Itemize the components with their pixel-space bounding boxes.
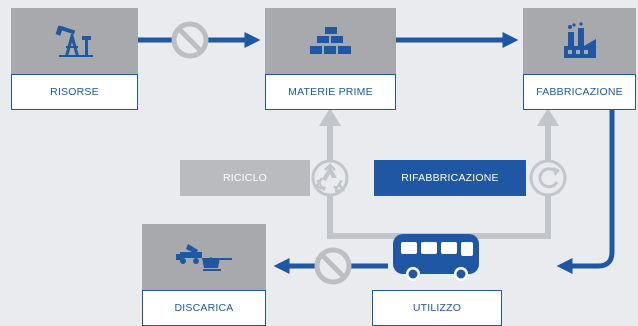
stacked-bars-icon [309, 27, 351, 54]
dump-truck-icon [176, 244, 232, 271]
no-entry-icon [314, 247, 352, 285]
oil-pump-icon [55, 25, 93, 57]
node-materie-prime: MATERIE PRIME [265, 8, 396, 110]
node-risorse: RISORSE [11, 8, 138, 110]
recycle-icon [311, 159, 349, 197]
utilizzo-icon-area [372, 224, 502, 290]
discarica-icon-box [142, 224, 266, 290]
fabbricazione-label: FABBRICAZIONE [523, 74, 636, 110]
node-discarica: DISCARICA [142, 224, 266, 326]
factory-icon [563, 22, 596, 58]
node-fabbricazione: FABBRICAZIONE [523, 8, 636, 110]
utilizzo-label: UTILIZZO [372, 290, 502, 326]
arrow-to-materie-prime [319, 108, 341, 126]
fabbricazione-icon-box [523, 8, 636, 74]
discarica-label: DISCARICA [142, 290, 266, 326]
bus-icon [393, 234, 479, 281]
loop-left-path [327, 120, 400, 239]
rifabbricazione-pill: RIFABBRICAZIONE [374, 160, 526, 196]
arrow-fabbricazione-to-utilizzo [556, 108, 615, 275]
materie-prime-icon-box [265, 8, 396, 74]
materie-prime-label: MATERIE PRIME [265, 74, 396, 110]
refresh-icon [529, 159, 567, 197]
node-utilizzo: UTILIZZO [372, 224, 502, 326]
risorse-icon-box [11, 8, 138, 74]
risorse-label: RISORSE [11, 74, 138, 110]
riciclo-pill: RICICLO [180, 160, 310, 196]
no-entry-icon [171, 21, 209, 59]
arrow-to-fabbricazione [537, 108, 559, 126]
